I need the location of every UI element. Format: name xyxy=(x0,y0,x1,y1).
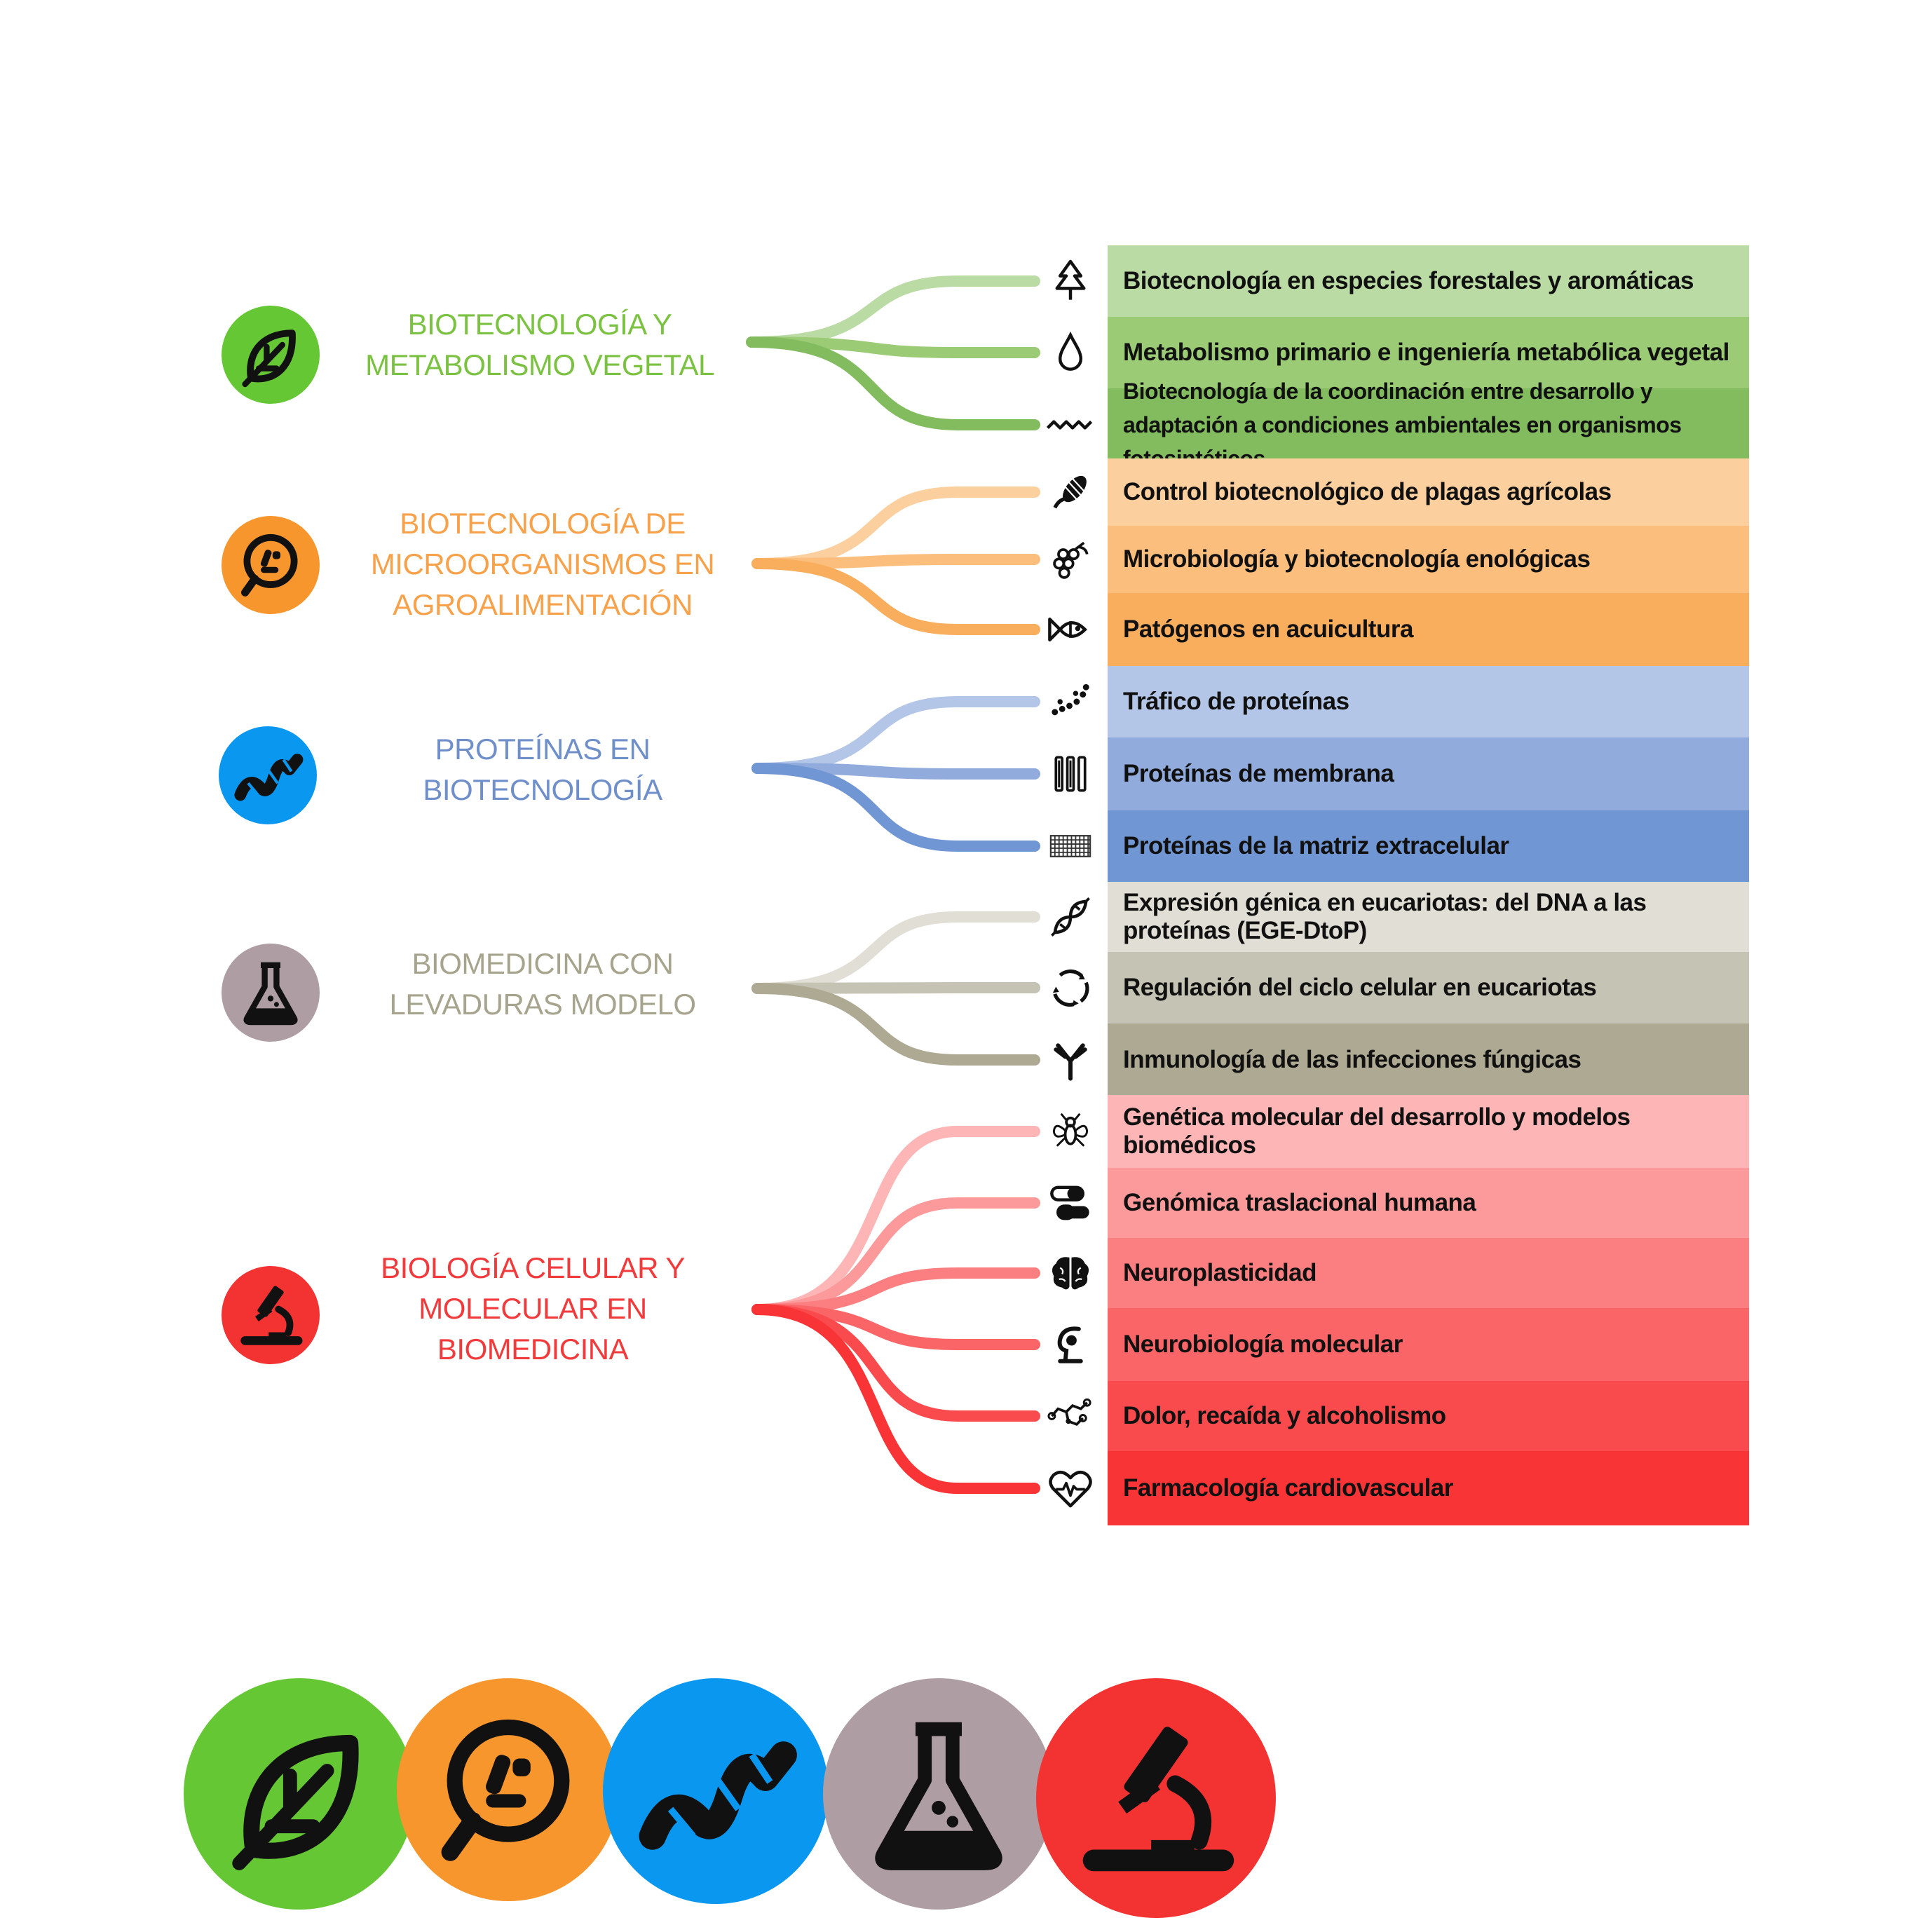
group-title-line: METABOLISMO VEGETAL xyxy=(365,348,714,381)
brain-icon xyxy=(1045,1247,1096,1299)
topic-label: Neuroplasticidad xyxy=(1123,1259,1317,1286)
cycle-icon xyxy=(1045,962,1096,1014)
group-title-line: PROTEÍNAS EN xyxy=(435,733,651,766)
topic-row: Biotecnología en especies forestales y a… xyxy=(1108,245,1749,317)
matrix-icon xyxy=(1045,820,1096,872)
connector-curve xyxy=(751,696,1040,774)
connector-curve xyxy=(746,336,1040,430)
topic-label: Farmacología cardiovascular xyxy=(1123,1474,1453,1502)
group-title: BIOMEDICINA CON LEVADURAS MODELO xyxy=(353,944,732,1025)
group-title: BIOLOGÍA CELULAR Y MOLECULAR EN BIOMEDICIN… xyxy=(343,1248,722,1370)
topic-label: Expresión génica en eucariotas: del DNA … xyxy=(1123,889,1647,944)
connector-curve xyxy=(751,1304,1040,1494)
group-title-line: BIOMEDICINA xyxy=(437,1333,629,1366)
topic-row: Dolor, recaída y alcoholismo xyxy=(1108,1381,1749,1451)
topic-row: Genómica traslacional humana xyxy=(1108,1168,1749,1238)
protein-icon xyxy=(603,1678,829,1904)
pill-icon xyxy=(1045,1177,1096,1229)
topic-row: Tráfico de proteínas xyxy=(1108,666,1749,737)
topic-row: Proteínas de membrana xyxy=(1108,737,1749,810)
topic-row: Patógenos en acuicultura xyxy=(1108,593,1749,666)
antibody-icon xyxy=(1045,1034,1096,1086)
topic-label: Tráfico de proteínas xyxy=(1123,688,1349,715)
fish-icon xyxy=(1045,604,1096,655)
topic-row: Farmacología cardiovascular xyxy=(1108,1451,1749,1525)
group-title-line: BIOMEDICINA CON xyxy=(411,947,674,980)
topic-row: Expresión génica en eucariotas: del DNA … xyxy=(1108,882,1749,952)
topic-label: Regulación del ciclo celular en eucariot… xyxy=(1123,974,1597,1001)
topic-row: Regulación del ciclo celular en eucariot… xyxy=(1108,952,1749,1023)
neuron-icon xyxy=(1045,1319,1096,1370)
microscope-icon xyxy=(1036,1678,1276,1918)
protein-icon xyxy=(219,726,317,824)
connector-curve xyxy=(751,487,1040,569)
topic-label: Proteínas de membrana xyxy=(1123,760,1394,787)
topic-label: Proteínas de la matriz extracelular xyxy=(1123,832,1509,859)
group-title-line: BIOTECNOLOGÍA DE xyxy=(400,507,686,540)
topic-row: Metabolismo primario e ingeniería metabó… xyxy=(1108,317,1749,388)
group-title-line: MICROORGANISMOS EN xyxy=(370,547,715,580)
topic-row: Biotecnología de la coordinación entre d… xyxy=(1108,379,1749,471)
fly-icon xyxy=(1045,1106,1096,1157)
tree-icon xyxy=(1045,255,1096,307)
group-title-line: LEVADURAS MODELO xyxy=(389,988,697,1021)
flask-icon xyxy=(823,1678,1054,1910)
connector-curve xyxy=(746,275,1040,348)
group-title-line: BIOLOGÍA CELULAR Y xyxy=(381,1251,685,1284)
dna-icon xyxy=(1045,891,1096,943)
flask-icon xyxy=(222,944,320,1042)
topic-row: Genética molecular del desarrollo y mode… xyxy=(1108,1095,1749,1168)
topic-label: Metabolismo primario e ingeniería metabó… xyxy=(1123,339,1729,366)
heart-icon xyxy=(1045,1462,1096,1514)
membrane-icon xyxy=(1045,748,1096,800)
topic-label: Microbiología y biotecnología enológicas xyxy=(1123,545,1591,573)
wave-icon xyxy=(1045,399,1096,451)
leaf-icon xyxy=(222,306,320,404)
group-title: BIOTECNOLOGÍA Y METABOLISMO VEGETAL xyxy=(351,304,729,386)
connector-curve xyxy=(751,1267,1040,1315)
connector-curve xyxy=(751,983,1040,1066)
group-title-line: AGROALIMENTACIÓN xyxy=(393,588,693,621)
topic-label: Dolor, recaída y alcoholismo xyxy=(1123,1402,1446,1429)
connector-curve xyxy=(751,1304,1040,1422)
corn-icon xyxy=(1045,466,1096,518)
topic-label: Genética molecular del desarrollo y mode… xyxy=(1123,1103,1631,1159)
bacteria-icon xyxy=(397,1678,620,1901)
topic-label: Patógenos en acuicultura xyxy=(1123,615,1413,643)
grapes-icon xyxy=(1045,533,1096,585)
topic-row: Proteínas de la matriz extracelular xyxy=(1108,810,1749,882)
leaf-icon xyxy=(184,1678,415,1910)
dots-icon xyxy=(1045,676,1096,728)
topic-label: Genómica traslacional humana xyxy=(1123,1189,1476,1216)
microscope-icon xyxy=(222,1266,320,1364)
connector-curve xyxy=(751,911,1040,994)
drop-icon xyxy=(1045,327,1096,379)
connector-curve xyxy=(751,1197,1040,1315)
group-title-line: MOLECULAR EN xyxy=(419,1292,647,1325)
topic-row: Control biotecnológico de plagas agrícol… xyxy=(1108,458,1749,526)
topic-row: Neurobiología molecular xyxy=(1108,1308,1749,1381)
group-title-line: BIOTECNOLOGÍA Y xyxy=(407,308,672,341)
connector-curve xyxy=(751,763,1040,852)
topic-row: Microbiología y biotecnología enológicas xyxy=(1108,526,1749,593)
molecule-icon xyxy=(1045,1390,1096,1442)
topic-label: Biotecnología en especies forestales y a… xyxy=(1123,267,1694,294)
topic-label: Inmunología de las infecciones fúngicas xyxy=(1123,1046,1581,1073)
group-title-line: BIOTECNOLOGÍA xyxy=(423,773,662,806)
topic-row: Neuroplasticidad xyxy=(1108,1238,1749,1308)
connector-curve xyxy=(751,558,1040,635)
topic-label: Neurobiología molecular xyxy=(1123,1331,1403,1358)
group-title: BIOTECNOLOGÍA DE MICROORGANISMOS EN AGROAL… xyxy=(353,503,732,625)
topic-label: Control biotecnológico de plagas agrícol… xyxy=(1123,478,1612,505)
bacteria-icon xyxy=(222,516,320,614)
topic-row: Inmunología de las infecciones fúngicas xyxy=(1108,1023,1749,1096)
group-title: PROTEÍNAS EN BIOTECNOLOGÍA xyxy=(353,729,732,810)
